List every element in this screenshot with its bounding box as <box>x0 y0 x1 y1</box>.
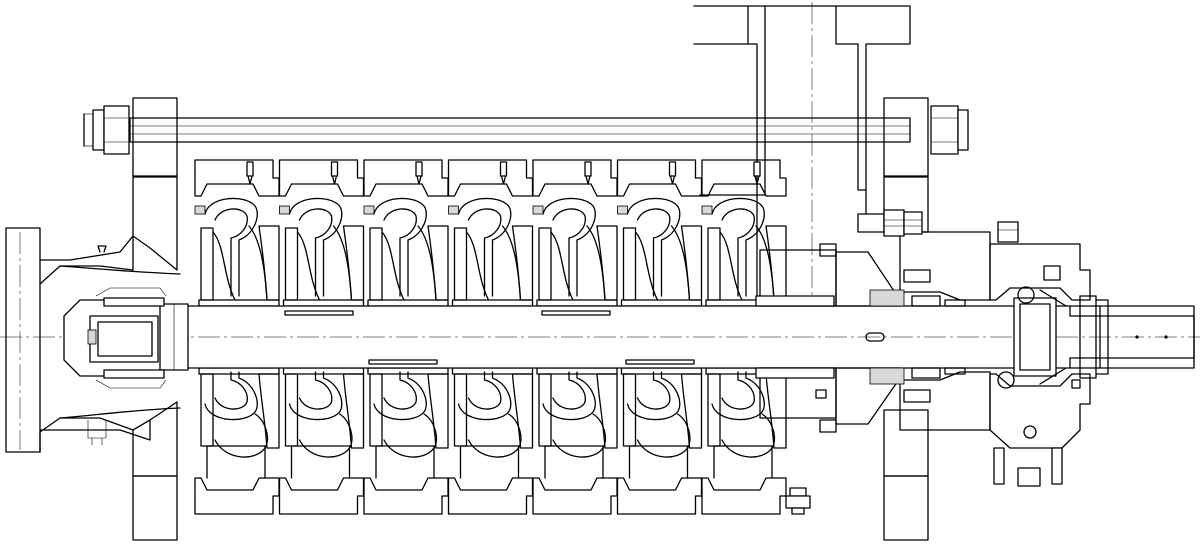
bearing-housing <box>989 221 1109 487</box>
suction-end-bearing <box>63 287 189 389</box>
discharge-nozzle <box>693 2 911 301</box>
mechanical-seal-housing <box>857 209 991 431</box>
balance-drum-discharge-head <box>755 243 901 433</box>
suction-casing <box>5 227 181 453</box>
stage-casings <box>194 159 787 515</box>
pump-stage <box>447 159 534 515</box>
tie-bolt <box>83 105 969 155</box>
pump-stage <box>616 159 703 515</box>
pump-stage <box>532 159 618 515</box>
pump-stage <box>278 159 365 515</box>
drain-plug <box>785 487 811 515</box>
